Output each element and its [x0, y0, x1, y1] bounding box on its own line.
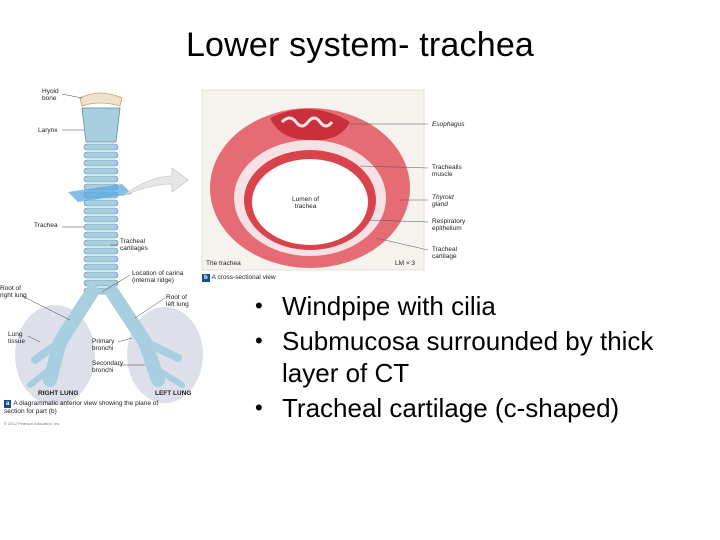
tracheal-ring — [83, 143, 119, 151]
figure-b-badge: b — [202, 274, 210, 282]
label-lung-tissue: Lung tissue — [8, 331, 25, 345]
label-primary-bronchi: Primary bronchi — [92, 338, 115, 352]
tracheal-ring — [83, 199, 119, 207]
bullet-dot-icon: • — [255, 293, 263, 318]
tracheal-ring — [83, 263, 119, 271]
tracheal-ring — [83, 223, 119, 231]
tracheal-ring — [83, 207, 119, 215]
trachea-anterior-illustration — [15, 92, 203, 405]
label-the-trachea: The trachea — [206, 260, 241, 267]
label-thyroid-gland: Thyroid gland — [432, 194, 454, 208]
bullet-item: • Submucosa surrounded by thick layer of … — [250, 325, 710, 389]
bullet-text: Windpipe with cilia — [282, 291, 496, 321]
trachea-anterior-figure: Hyoid bone Larynx Trachea Tracheal carti… — [0, 80, 210, 430]
label-larynx: Larynx — [38, 127, 58, 134]
trachea-cross-section-figure: Esophagus Trachealis muscle Lumen of tra… — [200, 88, 475, 284]
bullet-item: • Tracheal cartilage (c-shaped) — [250, 392, 710, 424]
tracheal-ring — [83, 215, 119, 223]
bullet-text: Submucosa surrounded by thick layer of C… — [282, 326, 654, 388]
tracheal-ring — [83, 255, 119, 263]
bullet-text: Tracheal cartilage (c-shaped) — [282, 393, 620, 423]
label-respiratory-epithelium: Respiratory epithelium — [432, 218, 466, 232]
tracheal-ring — [83, 231, 119, 239]
copyright-notice: © 2012 Pearson Education, Inc. — [4, 421, 61, 426]
cross-section-illustration — [201, 89, 429, 271]
slide-title: Lower system- trachea — [185, 26, 535, 64]
figure-b-caption-text: A cross-sectional view — [211, 274, 276, 281]
label-trachealis-muscle: Trachealis muscle — [432, 164, 462, 178]
tracheal-ring — [83, 151, 119, 159]
label-secondary-bronchi: Secondary bronchi — [92, 360, 124, 374]
figure-a-badge: a — [4, 400, 12, 408]
tracheal-ring — [83, 271, 119, 279]
label-tracheal-cartilages: Tracheal cartilages — [120, 238, 148, 252]
tracheal-ring — [83, 239, 119, 247]
figure-a-caption-text: A diagrammatic anterior view showing the… — [4, 400, 159, 415]
bullet-item: • Windpipe with cilia — [250, 290, 710, 322]
tracheal-rings — [83, 143, 119, 295]
tracheal-ring — [83, 279, 119, 287]
tracheal-ring — [83, 159, 119, 167]
label-esophagus: Esophagus — [432, 121, 465, 128]
tracheal-ring — [83, 247, 119, 255]
label-left-lung: LEFT LUNG — [155, 390, 192, 397]
label-tracheal-cartilage: Tracheal cartilage — [432, 246, 458, 260]
label-root-left-lung: Root of left lung — [166, 294, 189, 308]
label-trachea: Trachea — [34, 222, 58, 229]
label-lumen: Lumen of trachea — [292, 196, 320, 210]
label-root-right-lung: Root of right lung — [0, 285, 27, 299]
label-carina: Location of carina (internal ridge) — [132, 270, 184, 284]
tracheal-ring — [83, 167, 119, 175]
plane-arrow — [121, 167, 189, 197]
bullet-dot-icon: • — [255, 395, 263, 420]
bullet-list: • Windpipe with cilia • Submucosa surround… — [250, 290, 710, 427]
label-magnification: LM × 3 — [395, 260, 416, 267]
label-right-lung: RIGHT LUNG — [38, 390, 79, 397]
label-hyoid-bone: Hyoid bone — [42, 88, 59, 102]
bullet-dot-icon: • — [255, 328, 263, 353]
tracheal-ring — [83, 175, 119, 183]
